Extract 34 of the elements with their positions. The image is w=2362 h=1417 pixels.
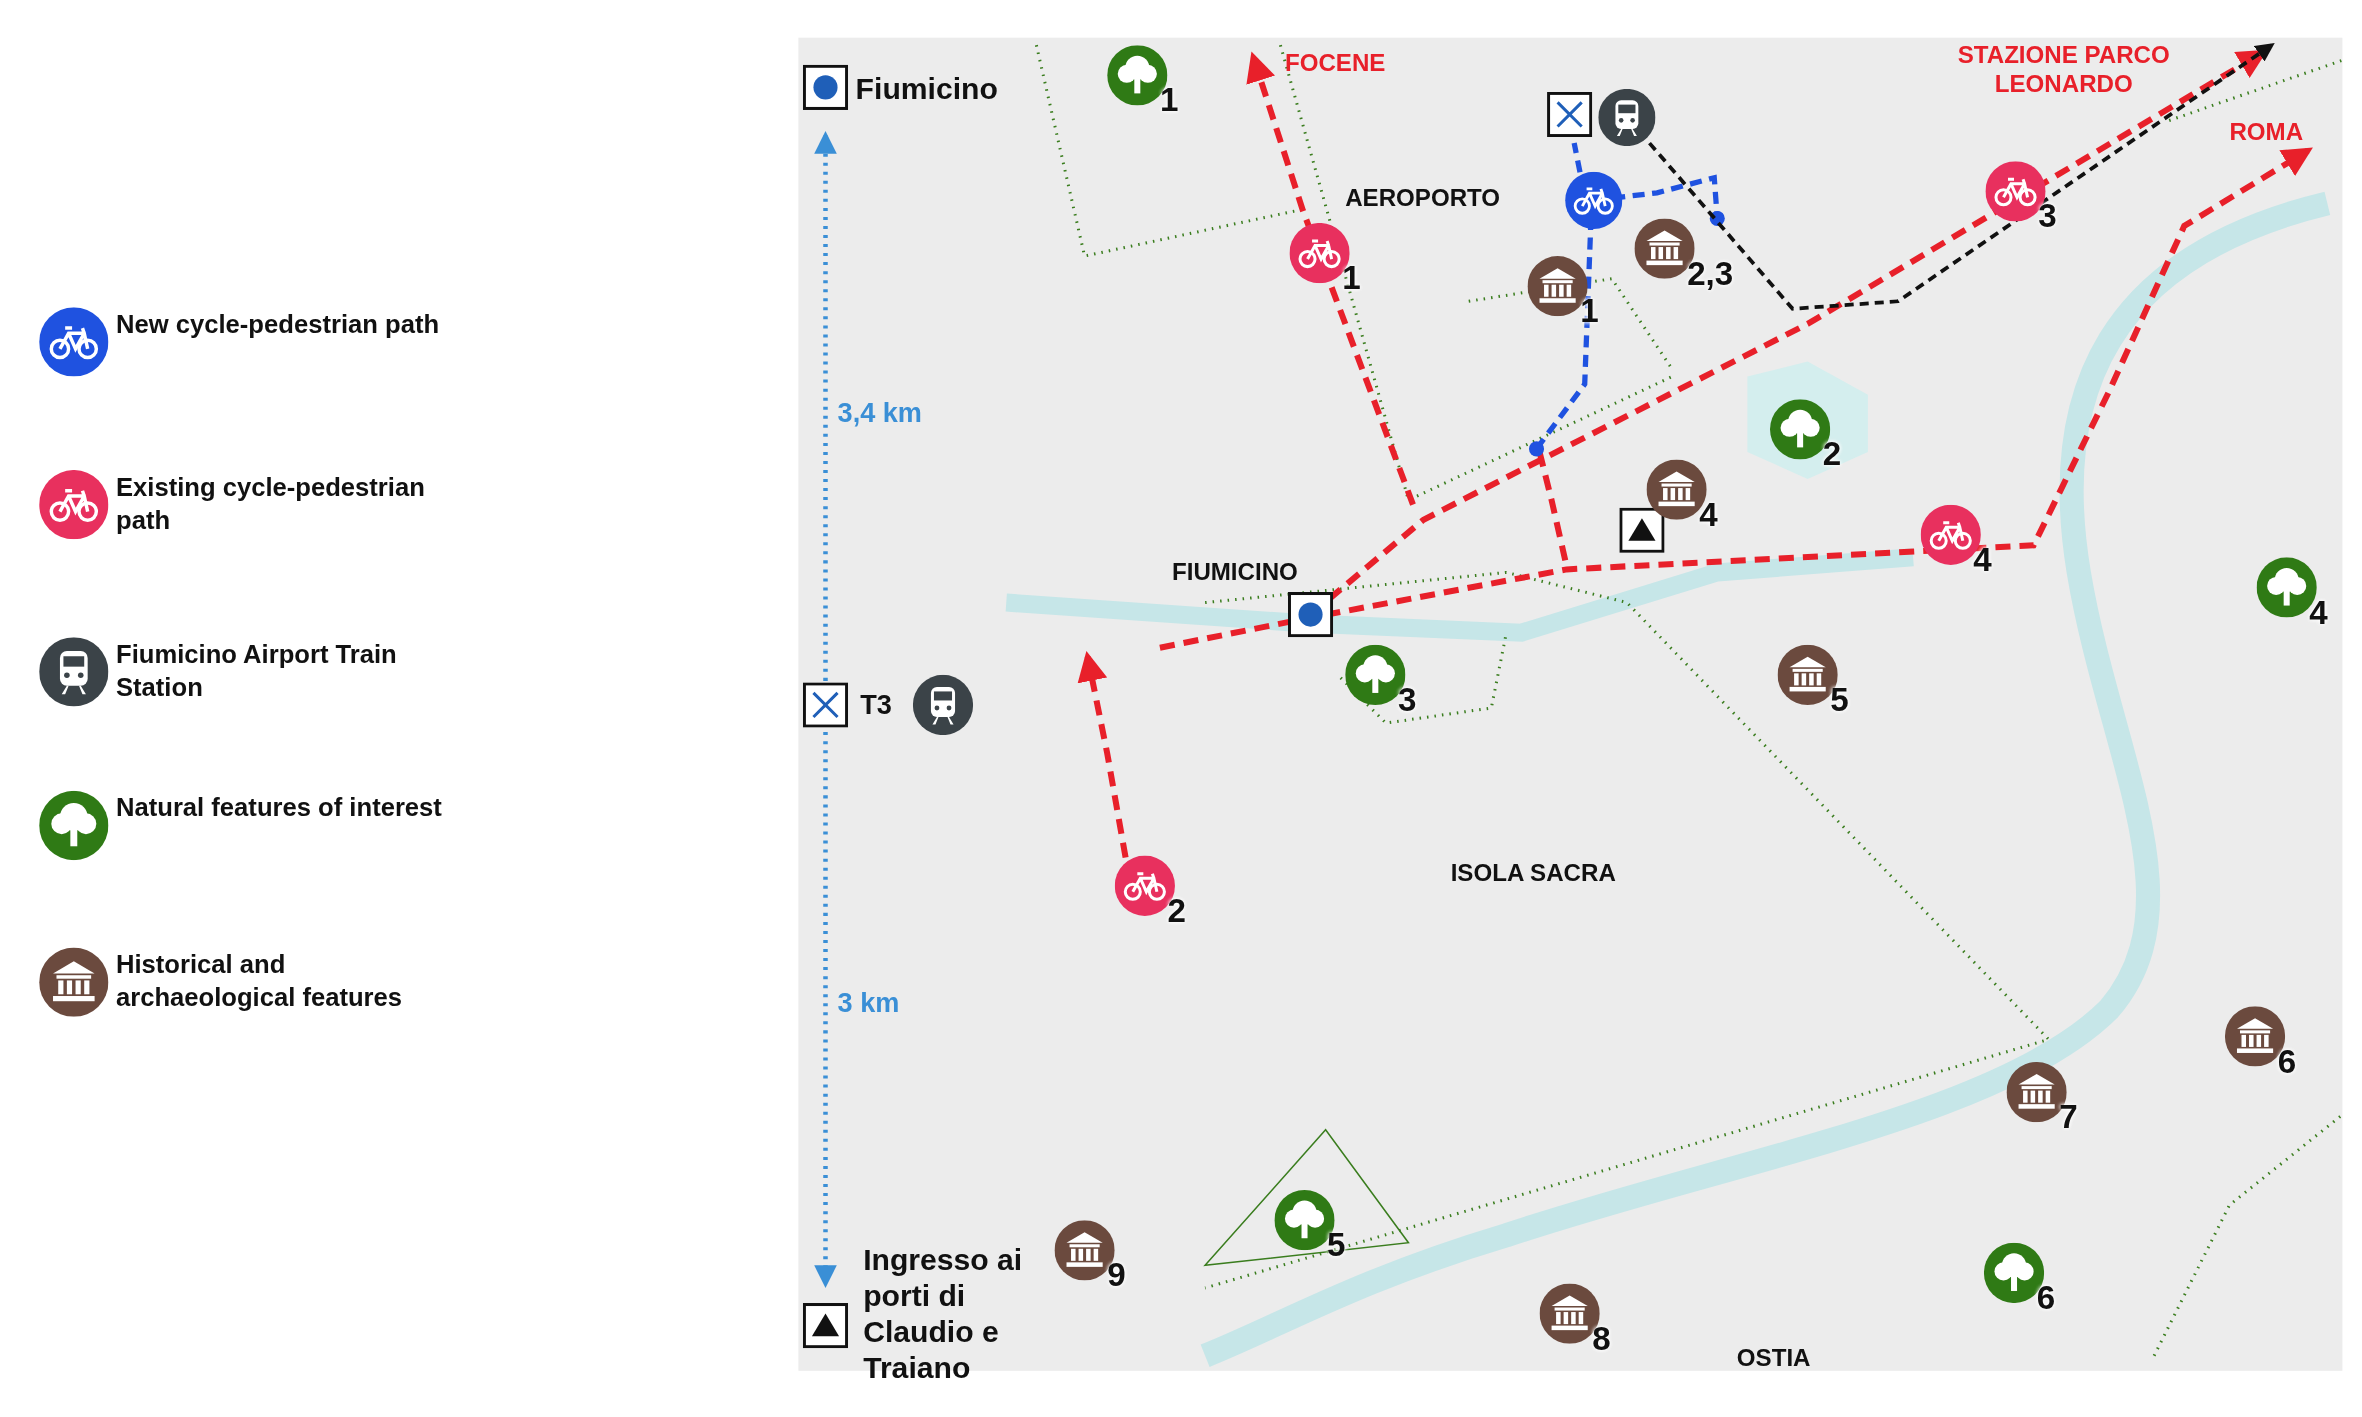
callout-number: 1 bbox=[1580, 295, 1599, 329]
callout-number: 4 bbox=[1973, 543, 1992, 577]
callout-number: 3 bbox=[2038, 200, 2057, 234]
map-label: OSTIA bbox=[1736, 1344, 1811, 1373]
callout-number: 5 bbox=[1830, 683, 1849, 718]
callout-number: 6 bbox=[2277, 1045, 2297, 1079]
legend-text: New cycle-pedestrian path bbox=[116, 309, 441, 341]
map-label: FIUMICINO bbox=[1171, 557, 1298, 587]
callout-number: 2 bbox=[1822, 438, 1842, 472]
callout-number: 7 bbox=[2059, 1101, 2078, 1135]
place-label: Fiumicino bbox=[855, 71, 998, 107]
map-label: FOCENE bbox=[1284, 48, 1386, 78]
stop-label: T3 bbox=[860, 689, 892, 723]
callout-number: 4 bbox=[1699, 498, 1718, 532]
place-label: Ingresso ai porti di Claudio e Traiano bbox=[863, 1241, 1024, 1386]
map-label: AEROPORTO bbox=[1345, 184, 1501, 213]
callout-number: 2,3 bbox=[1687, 257, 1734, 291]
callout-number: 8 bbox=[1592, 1322, 1611, 1356]
map-label: STAZIONE PARCO LEONARDO bbox=[1956, 41, 2171, 99]
callout-number: 2 bbox=[1167, 894, 1186, 928]
callout-number: 1 bbox=[1342, 262, 1361, 296]
callout-number: 3 bbox=[1397, 683, 1417, 718]
callout-number: 1 bbox=[1159, 84, 1179, 118]
legend-text: Historical and archaeological features bbox=[116, 949, 404, 1015]
distance-label: 3 km bbox=[837, 988, 900, 1021]
map-label: ISOLA SACRA bbox=[1450, 859, 1616, 888]
callout-number: 9 bbox=[1107, 1259, 1126, 1293]
legend-text: Existing cycle-pedestrian path bbox=[116, 472, 426, 537]
callout-number: 4 bbox=[2309, 596, 2328, 630]
distance-label: 3,4 km bbox=[837, 397, 922, 430]
map-label: ROMA bbox=[2229, 118, 2304, 147]
legend-text: Natural features of interest bbox=[116, 792, 443, 825]
legend-text: Fiumicino Airport Train Station bbox=[116, 639, 398, 705]
callout-number: 6 bbox=[2036, 1281, 2056, 1316]
